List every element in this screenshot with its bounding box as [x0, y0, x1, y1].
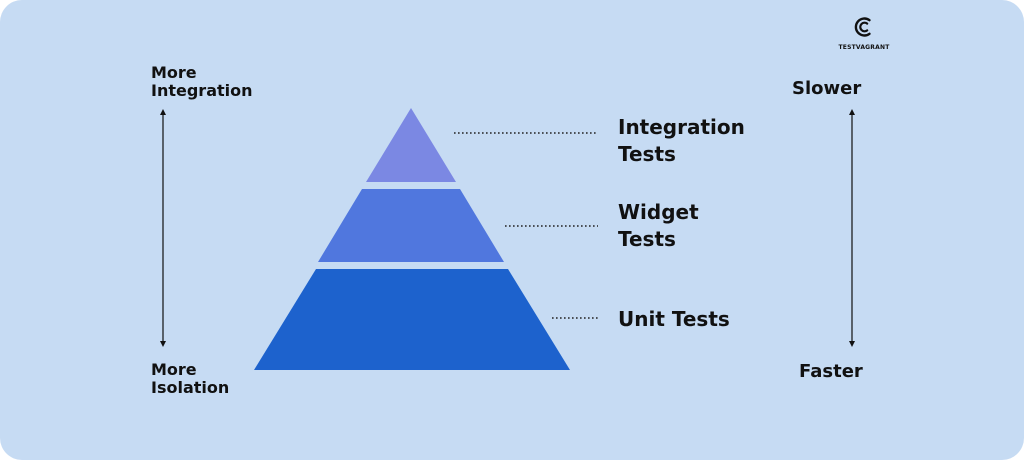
tier-label-integration: Integration Tests — [618, 114, 745, 168]
tier-label-integration-line2: Tests — [618, 142, 676, 166]
testvagrant-logo-text: TESTVAGRANT — [838, 44, 890, 51]
tier-label-widget-line2: Tests — [618, 227, 676, 251]
testvagrant-logo: TESTVAGRANT — [832, 16, 896, 51]
left-bottom-label-line2: Isolation — [151, 378, 230, 397]
tier-label-widget-line1: Widget — [618, 200, 699, 224]
tier-bottom-shape — [254, 269, 570, 370]
tier-middle-shape — [318, 189, 504, 262]
left-top-label-line1: More — [151, 63, 197, 82]
left-bottom-label-line1: More — [151, 360, 197, 379]
tier-label-integration-line1: Integration — [618, 115, 745, 139]
tier-label-unit: Unit Tests — [618, 306, 730, 333]
right-top-label: Slower — [792, 78, 862, 99]
left-bottom-label: More Isolation — [151, 361, 229, 397]
testvagrant-logo-icon — [854, 17, 871, 37]
right-bottom-label: Faster — [799, 361, 863, 382]
tier-top-shape — [366, 108, 456, 182]
tier-label-widget: Widget Tests — [618, 199, 699, 253]
left-top-label: More Integration — [151, 64, 253, 100]
left-top-label-line2: Integration — [151, 81, 253, 100]
tier-label-unit-line1: Unit Tests — [618, 307, 730, 331]
